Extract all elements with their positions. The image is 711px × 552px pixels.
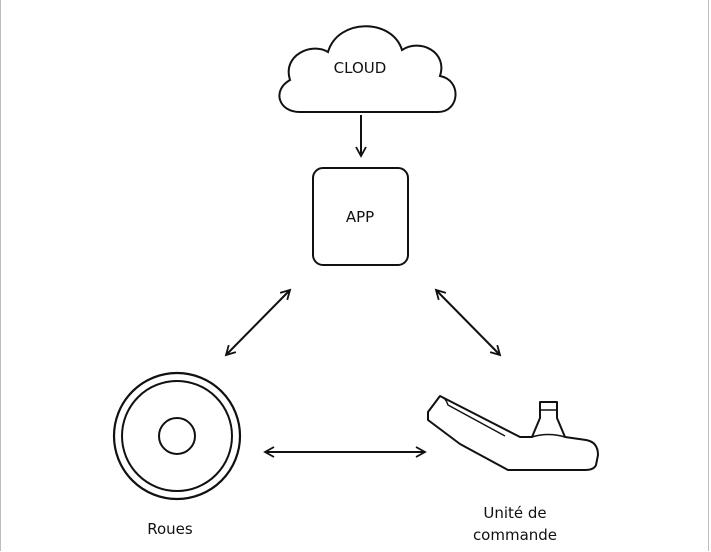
control-unit-label: Unité de commande: [455, 502, 575, 546]
wheels-label: Roues: [147, 520, 193, 538]
arrow-app-control-unit: [434, 288, 502, 357]
app-box-icon: [312, 167, 409, 266]
arrow-app-wheels: [224, 288, 292, 357]
wheel-icon: [112, 371, 242, 501]
app-label: APP: [345, 208, 375, 226]
control-unit-label-line2: commande: [472, 526, 558, 544]
cloud-icon: [278, 25, 457, 113]
cloud-label: CLOUD: [333, 59, 387, 77]
control-unit-label-line1: Unité de: [483, 504, 547, 522]
control-unit-icon: [427, 395, 599, 471]
